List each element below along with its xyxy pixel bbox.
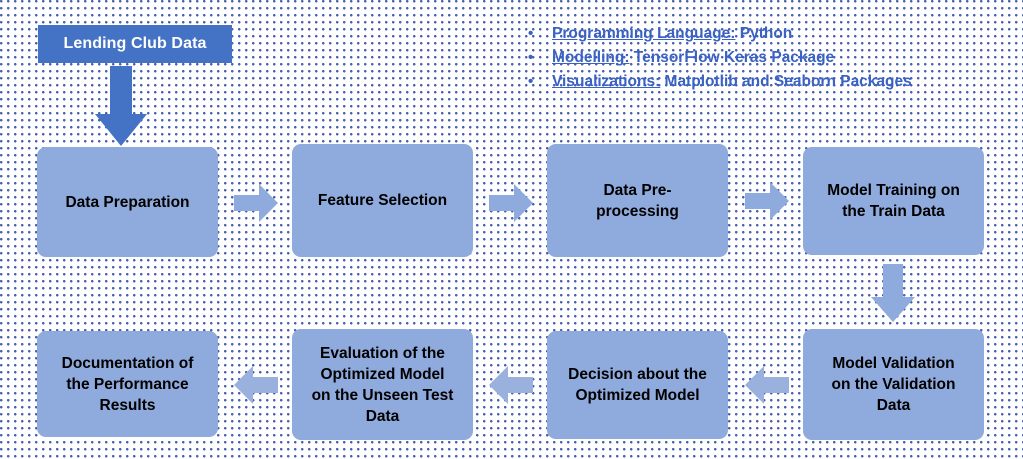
- note-text: Programming Language: Python: [552, 22, 792, 46]
- note-text: Visualizations: Matplotlib and Seaborn P…: [552, 70, 912, 94]
- arrow-left-icon-model-validation-to-decision: [745, 366, 789, 404]
- arrow-right-icon-feature-to-preprocessing: [489, 184, 533, 222]
- step-box-data-preparation: Data Preparation: [37, 147, 218, 257]
- bullet-icon: •: [528, 73, 534, 90]
- note-rest: TensorFlow Keras Package: [629, 49, 835, 66]
- note-rest: Python: [735, 25, 793, 42]
- note-lead: Programming Language:: [552, 25, 736, 42]
- note-lead: Modelling:: [552, 49, 630, 66]
- arrow-left-icon-evaluation-to-documentation: [234, 366, 278, 404]
- step-box-data-preprocessing: Data Pre-processing: [547, 144, 728, 257]
- bullet-icon: •: [528, 25, 534, 42]
- tooling-notes-list: • Programming Language: Python • Modelli…: [528, 22, 1008, 94]
- arrow-down-icon-model-training-to-model-validation: [871, 264, 915, 322]
- source-data-box: Lending Club Data: [38, 25, 232, 63]
- note-lead: Visualizations:: [552, 73, 661, 90]
- step-box-feature-selection: Feature Selection: [292, 144, 473, 257]
- bullet-icon: •: [528, 49, 534, 66]
- list-item: • Visualizations: Matplotlib and Seaborn…: [528, 70, 1008, 94]
- note-rest: Matplotlib and Seaborn Packages: [660, 73, 912, 90]
- list-item: • Programming Language: Python: [528, 22, 1008, 46]
- arrow-left-icon-decision-to-evaluation: [489, 366, 533, 404]
- arrow-right-icon-preprocessing-to-model-training: [745, 182, 789, 220]
- list-item: • Modelling: TensorFlow Keras Package: [528, 46, 1008, 70]
- arrow-down-icon-source-to-data-preparation: [95, 66, 147, 146]
- note-text: Modelling: TensorFlow Keras Package: [552, 46, 834, 70]
- arrow-right-icon-data-preparation-to-feature: [234, 184, 278, 222]
